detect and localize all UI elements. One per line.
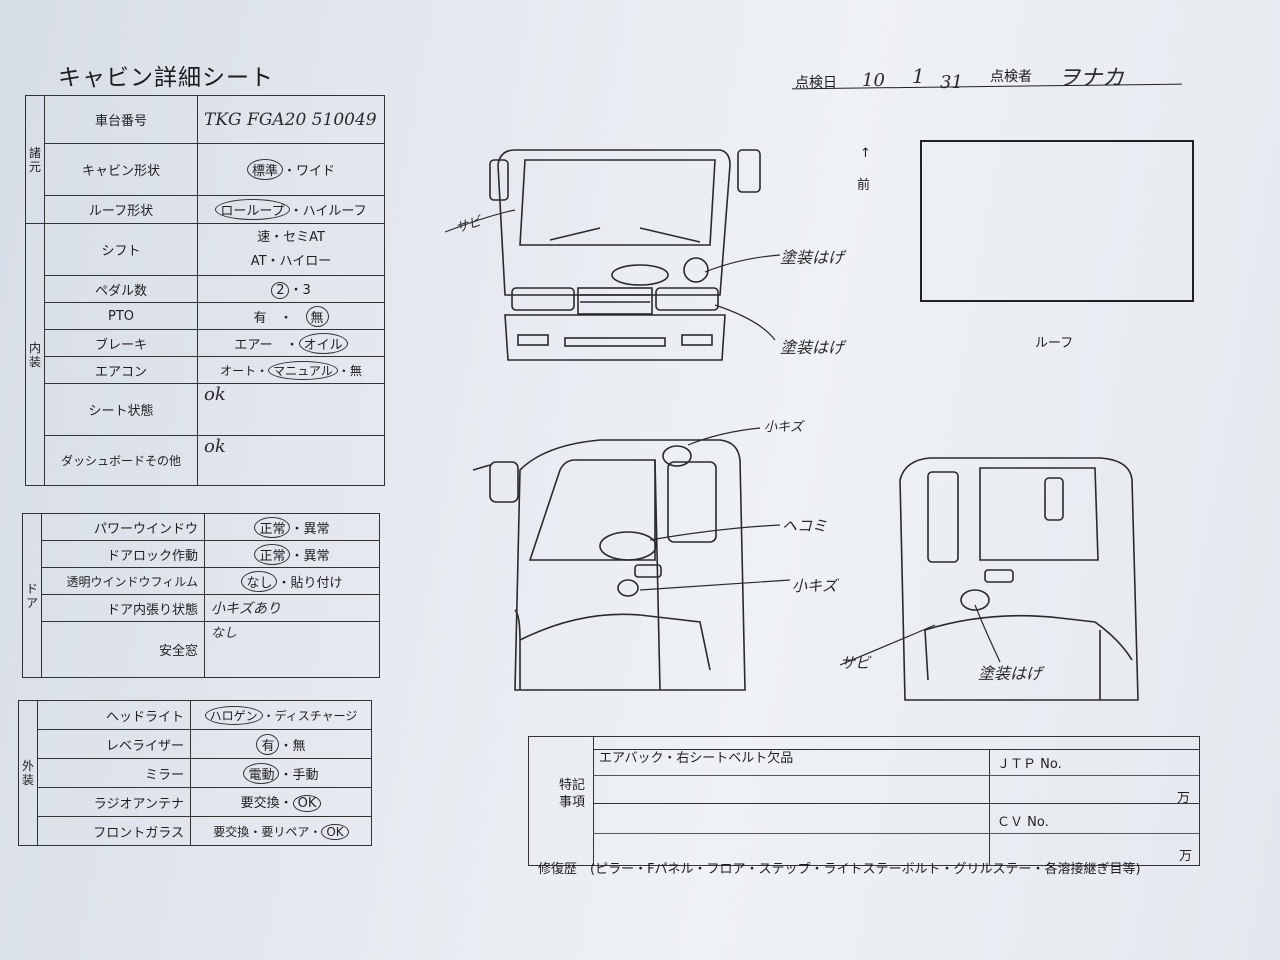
leveler-selected: 有 <box>256 733 280 755</box>
chassis-number-value: TKG FGA20 510049 <box>197 95 385 144</box>
headlight-other: ディスチャージ <box>274 708 358 723</box>
pedal-count-other: 3 <box>302 283 311 298</box>
annotation-paint-peel-1: 塗装はげ <box>780 248 845 267</box>
roof-shape-selected: ローループ <box>215 199 290 220</box>
exterior-table: 外装 ヘッドライト ハロゲン・ディスチャージ レベライザー 有・無 ミラー 電動… <box>18 700 372 846</box>
leveler-other: 無 <box>292 738 306 754</box>
cabin-shape-selected: 標準 <box>246 159 283 180</box>
annotation-small-scratch-2: 小キズ <box>792 577 838 595</box>
spec-interior-table: 諸元 車台番号 TKG FGA20 510049 キャビン形状 標準・ワイド ル… <box>25 95 385 486</box>
repair-history: 修復歴 (ピラー・Fパネル・フロア・ステップ・ライトステーボルト・グリルステー・… <box>538 862 1141 877</box>
headlight-selected: ハロゲン <box>204 705 263 725</box>
door-lock-selected: 正常 <box>254 543 291 565</box>
notes-text: エアバック・右シートベルト欠品 <box>599 751 794 766</box>
dashboard-label: ダッシュボードその他 <box>44 435 198 486</box>
shift-label: シフト <box>44 223 198 276</box>
power-window-selected: 正常 <box>254 516 291 538</box>
cabin-shape-options: 標準・ワイド <box>197 143 385 196</box>
window-film-label: 透明ウインドウフィルム <box>41 567 205 595</box>
door-lock-options: 正常・異常 <box>204 540 380 568</box>
notes-box: 特記事項 エアバック・右シートベルト欠品 ＪＴＰ No. 万 ＣＶ No. 万 <box>528 736 1200 866</box>
cv-label: ＣＶ No. <box>997 815 1049 830</box>
antenna-options: 要交換・OK <box>190 787 372 817</box>
window-film-options: なし・貼り付け <box>204 567 380 595</box>
headlight-options: ハロゲン・ディスチャージ <box>190 700 372 730</box>
aircon-auto: オート <box>220 363 257 378</box>
cabin-shape-other: ワイド <box>296 164 336 179</box>
mirror-selected: 電動 <box>243 762 280 784</box>
seat-condition-value: ok <box>197 383 385 436</box>
safety-window-label: 安全窓 <box>41 621 205 678</box>
shift-line-2: AT・ハイロー <box>250 253 332 269</box>
door-trim-label: ドア内張り状態 <box>41 594 205 622</box>
chassis-number-label: 車台番号 <box>44 95 198 144</box>
side-view-drawing <box>472 439 746 691</box>
roof-label: ルーフ <box>1035 336 1074 351</box>
pedal-count-selected: 2 <box>271 282 290 299</box>
annotation-paint-peel-2: 塗装はげ <box>780 338 845 357</box>
date-day: 31 <box>940 72 963 93</box>
date-year: 10 <box>862 70 885 91</box>
door-lock-other: 異常 <box>303 548 330 564</box>
roof-shape-label: ルーフ形状 <box>44 195 198 224</box>
antenna-label: ラジオアンテナ <box>37 787 191 817</box>
date-label: 点検日 <box>795 75 837 91</box>
mirror-label: ミラー <box>37 758 191 788</box>
brake-label: ブレーキ <box>44 329 198 357</box>
pto-selected: 無 <box>305 305 329 327</box>
pedal-count-label: ペダル数 <box>44 275 198 303</box>
antenna-other: 要交換 <box>240 796 280 811</box>
roof-box <box>920 140 1194 302</box>
front-label: 前 <box>857 178 871 193</box>
shift-line-1: 速・セミAT <box>257 229 325 245</box>
front-arrow-icon: ↑ <box>860 146 871 161</box>
windshield-selected: OK <box>321 823 349 840</box>
inspector-label: 点検者 <box>990 69 1032 85</box>
aircon-selected: マニュアル <box>268 360 338 380</box>
sheet-title: キャビン詳細シート <box>58 65 274 91</box>
brake-other: エアー <box>234 337 273 353</box>
pto-options: 有 ・ 無 <box>197 302 385 330</box>
annotation-paint-peel-3: 塗装はげ <box>978 664 1043 683</box>
door-lock-label: ドアロック作動 <box>41 540 205 568</box>
notes-label: 特記事項 <box>559 778 586 810</box>
pto-label: PTO <box>44 302 198 330</box>
aircon-options: オート・マニュアル・無 <box>197 356 385 384</box>
date-month: 1 <box>912 64 925 88</box>
front-view-drawing <box>489 149 761 361</box>
roof-shape-other: ハイルーフ <box>302 204 367 219</box>
windshield-repair: 要リペア <box>261 824 310 839</box>
annotation-small-scratch-1: 小キズ <box>764 420 804 435</box>
annotation-rust-side: サビ <box>840 654 871 672</box>
windshield-label: フロントガラス <box>37 816 191 846</box>
dashboard-value: ok <box>197 435 385 486</box>
seat-condition-label: シート状態 <box>44 383 198 436</box>
cv-unit: 万 <box>1179 849 1193 864</box>
aircon-none: 無 <box>349 363 362 378</box>
windshield-options: 要交換・要リペア・OK <box>190 816 372 846</box>
mirror-other: 手動 <box>292 767 319 783</box>
windshield-replace: 要交換 <box>213 824 250 839</box>
window-film-selected: なし <box>241 570 278 592</box>
door-table: ドア パワーウインドウ 正常・異常 ドアロック作動 正常・異常 透明ウインドウフ… <box>22 513 380 678</box>
window-film-other: 貼り付け <box>290 575 343 591</box>
brake-selected: オイル <box>298 332 348 354</box>
headlight-label: ヘッドライト <box>37 700 191 730</box>
jtp-unit: 万 <box>1177 791 1191 806</box>
shift-options: 速・セミAT AT・ハイロー <box>197 223 385 276</box>
pedal-count-options: 2・3 <box>197 275 385 303</box>
power-window-other: 異常 <box>303 521 330 537</box>
annotation-dent: ヘコミ <box>782 517 828 535</box>
safety-window-value: なし <box>204 621 380 678</box>
antenna-selected: OK <box>292 795 322 812</box>
rear-side-view-drawing <box>899 457 1139 701</box>
jtp-label: ＪＴＰ No. <box>997 757 1062 772</box>
pto-other: 有 <box>253 310 267 326</box>
inspector-name: ヲナカ <box>1058 66 1125 91</box>
